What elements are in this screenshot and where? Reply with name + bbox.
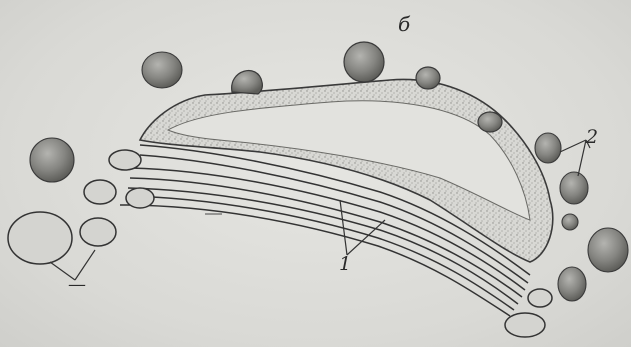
label-2: 2 xyxy=(586,128,598,147)
left-vesicles xyxy=(8,150,154,264)
bud-3 xyxy=(416,67,440,89)
bud-2 xyxy=(344,42,384,82)
label-dash: — xyxy=(68,276,86,294)
label-1: 1 xyxy=(339,255,351,274)
right-vesicles xyxy=(505,289,552,337)
bud-4 xyxy=(478,112,502,132)
panel-letter: б xyxy=(398,14,410,34)
bud-1 xyxy=(232,71,263,94)
